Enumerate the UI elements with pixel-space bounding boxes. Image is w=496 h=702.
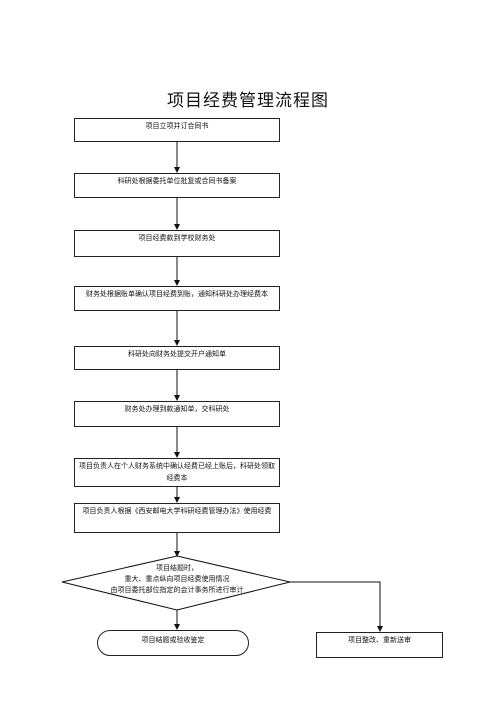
decision-line-2: 重大、重点纵向项目经费使用情况 <box>124 575 230 583</box>
step-label: 项目负责人在个人财务系统中确认经费已经上账后，科研处领取经费本 <box>79 462 275 482</box>
step-label: 项目负责人根据《西安邮电大学科研经费管理办法》使用经费 <box>82 507 272 515</box>
step-box-4: 财务处根据账单确认项目经费到账，通知科研处办理经费本 <box>74 286 280 311</box>
step-label: 财务处办理到款通知单，交科研处 <box>124 405 230 413</box>
terminal-end: 项目结题或验收鉴定 <box>97 630 249 656</box>
step-box-2: 科研处根据委托单位批复或合同书备案 <box>74 173 280 198</box>
step-label: 项目经费款到学校财务处 <box>138 234 216 242</box>
step-label: 项目立项并订合同书 <box>145 122 209 130</box>
arrow-to-side <box>290 581 383 632</box>
decision-text: 项目结题时， 重大、重点纵向项目经费使用情况 由项目委托部位指定的会计事务所进行… <box>90 563 264 596</box>
step-label: 科研处向财务处提交开户通知单 <box>128 350 226 358</box>
step-box-7: 项目负责人在个人财务系统中确认经费已经上账后，科研处领取经费本 <box>74 458 280 487</box>
decision-line-3: 由项目委托部位指定的会计事务所进行审计 <box>110 586 244 594</box>
step-box-5: 科研处向财务处提交开户通知单 <box>74 346 280 370</box>
side-box: 项目整改、重新送审 <box>316 632 443 658</box>
step-label: 财务处根据账单确认项目经费到账，通知科研处办理经费本 <box>86 290 268 298</box>
step-label: 科研处根据委托单位批复或合同书备案 <box>117 177 237 185</box>
side-box-label: 项目整改、重新送审 <box>348 636 411 644</box>
page-title: 项目经费管理流程图 <box>167 91 329 111</box>
step-box-6: 财务处办理到款通知单，交科研处 <box>74 401 280 427</box>
step-box-3: 项目经费款到学校财务处 <box>74 230 280 257</box>
step-box-1: 项目立项并订合同书 <box>74 118 280 142</box>
step-box-8: 项目负责人根据《西安邮电大学科研经费管理办法》使用经费 <box>74 503 280 533</box>
decision-line-1: 项目结题时， <box>156 564 198 572</box>
terminal-label: 项目结题或验收鉴定 <box>141 636 205 644</box>
decision-diamond <box>61 555 291 611</box>
